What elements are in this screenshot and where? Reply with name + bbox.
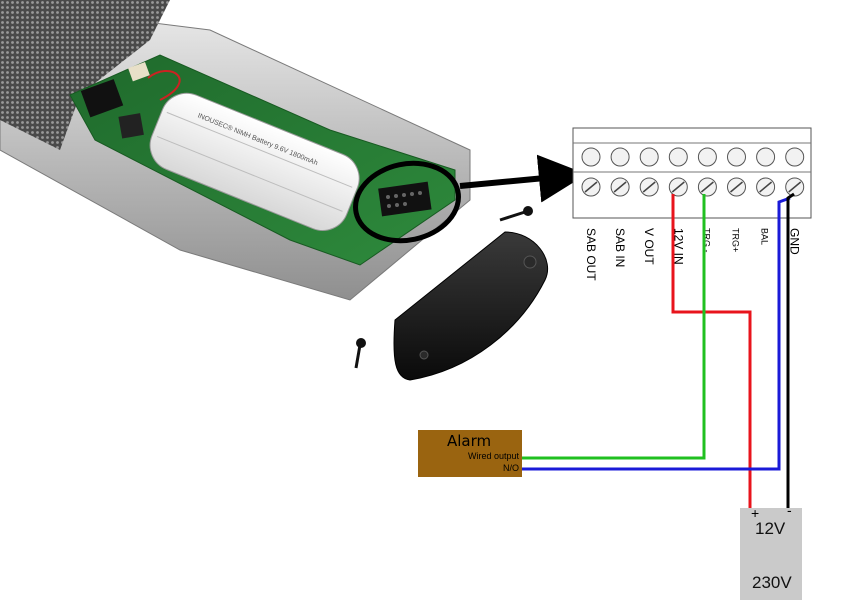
alarm-box: Alarm Wired output N/O [418,430,522,477]
battery-leads [147,69,181,101]
terminal-label: BAL [760,228,770,245]
terminal-screw-slot [730,181,743,193]
psu-minus-label: - [787,502,792,518]
screw-icon [499,206,533,222]
terminal-hole [727,147,746,167]
psu-input-label: 230V [752,573,792,592]
mesh-grille [0,0,170,150]
terminal-label: TRG+ [731,228,741,252]
terminal-hole [785,147,805,167]
terminal-screw-slot [642,181,656,193]
terminal-label: GND [788,228,802,255]
alarm-contact-no: N/O [503,463,519,473]
power-supply: + - 12V 230V [740,502,802,600]
pointer-arrow [459,154,587,203]
terminal-top-row [581,147,805,167]
terminal-hole [581,147,601,167]
terminal-block-body [572,127,812,219]
battery-pack: INOUSEC® NiMH Battery 9.6V 1800mAh [149,92,360,231]
terminal-screw-slot [613,181,627,193]
terminal-label: V OUT [642,228,656,265]
terminal-screw-slot [788,181,802,193]
wire-12v-in [671,194,752,508]
wire-bal [522,196,791,471]
terminal-screw-row [581,177,805,197]
terminal-hole [697,147,717,167]
terminal-hole [639,147,659,167]
wire-gnd [786,192,795,508]
detector-device: INOUSEC® NiMH Battery 9.6V 1800mAh [0,0,587,381]
alarm-title: Alarm [447,432,491,450]
screw-icon [354,338,366,369]
terminal-hole [756,147,776,167]
terminal-screw-slot [759,181,773,193]
onboard-terminal [378,181,432,217]
onboard-terminal-pins [386,191,422,208]
psu-plus-label: + [751,505,759,521]
terminal-hole [668,147,688,167]
terminal-screw-slot [700,181,714,193]
terminal-hole [610,147,630,167]
alarm-wired-output: Wired output [468,451,520,461]
cover-screw-hole [523,255,537,269]
end-cap-cover [393,231,549,381]
connector-component [128,62,150,82]
alarm-box-body [418,430,522,477]
wires [522,192,795,508]
highlight-circle [353,160,461,244]
terminal-screw-slot [584,181,598,193]
terminal-label: SAB OUT [584,228,598,281]
chip-component [80,79,124,118]
terminal-block: SAB OUT SAB IN V OUT 12V IN TRG - TRG+ BAL GND [572,127,812,281]
terminal-label: 12V IN [671,228,685,265]
power-supply-body [740,508,802,600]
terminal-screw-slot [671,181,685,193]
terminal-label: TRG - [701,228,711,253]
psu-output-label: 12V [755,519,786,538]
wire-trg-minus [522,194,706,460]
cover-screw-hole [419,350,429,360]
terminal-label: SAB IN [613,228,627,267]
terminal-labels: SAB OUT SAB IN V OUT 12V IN TRG - TRG+ BAL GND [584,228,802,281]
inductor-component [118,113,144,139]
